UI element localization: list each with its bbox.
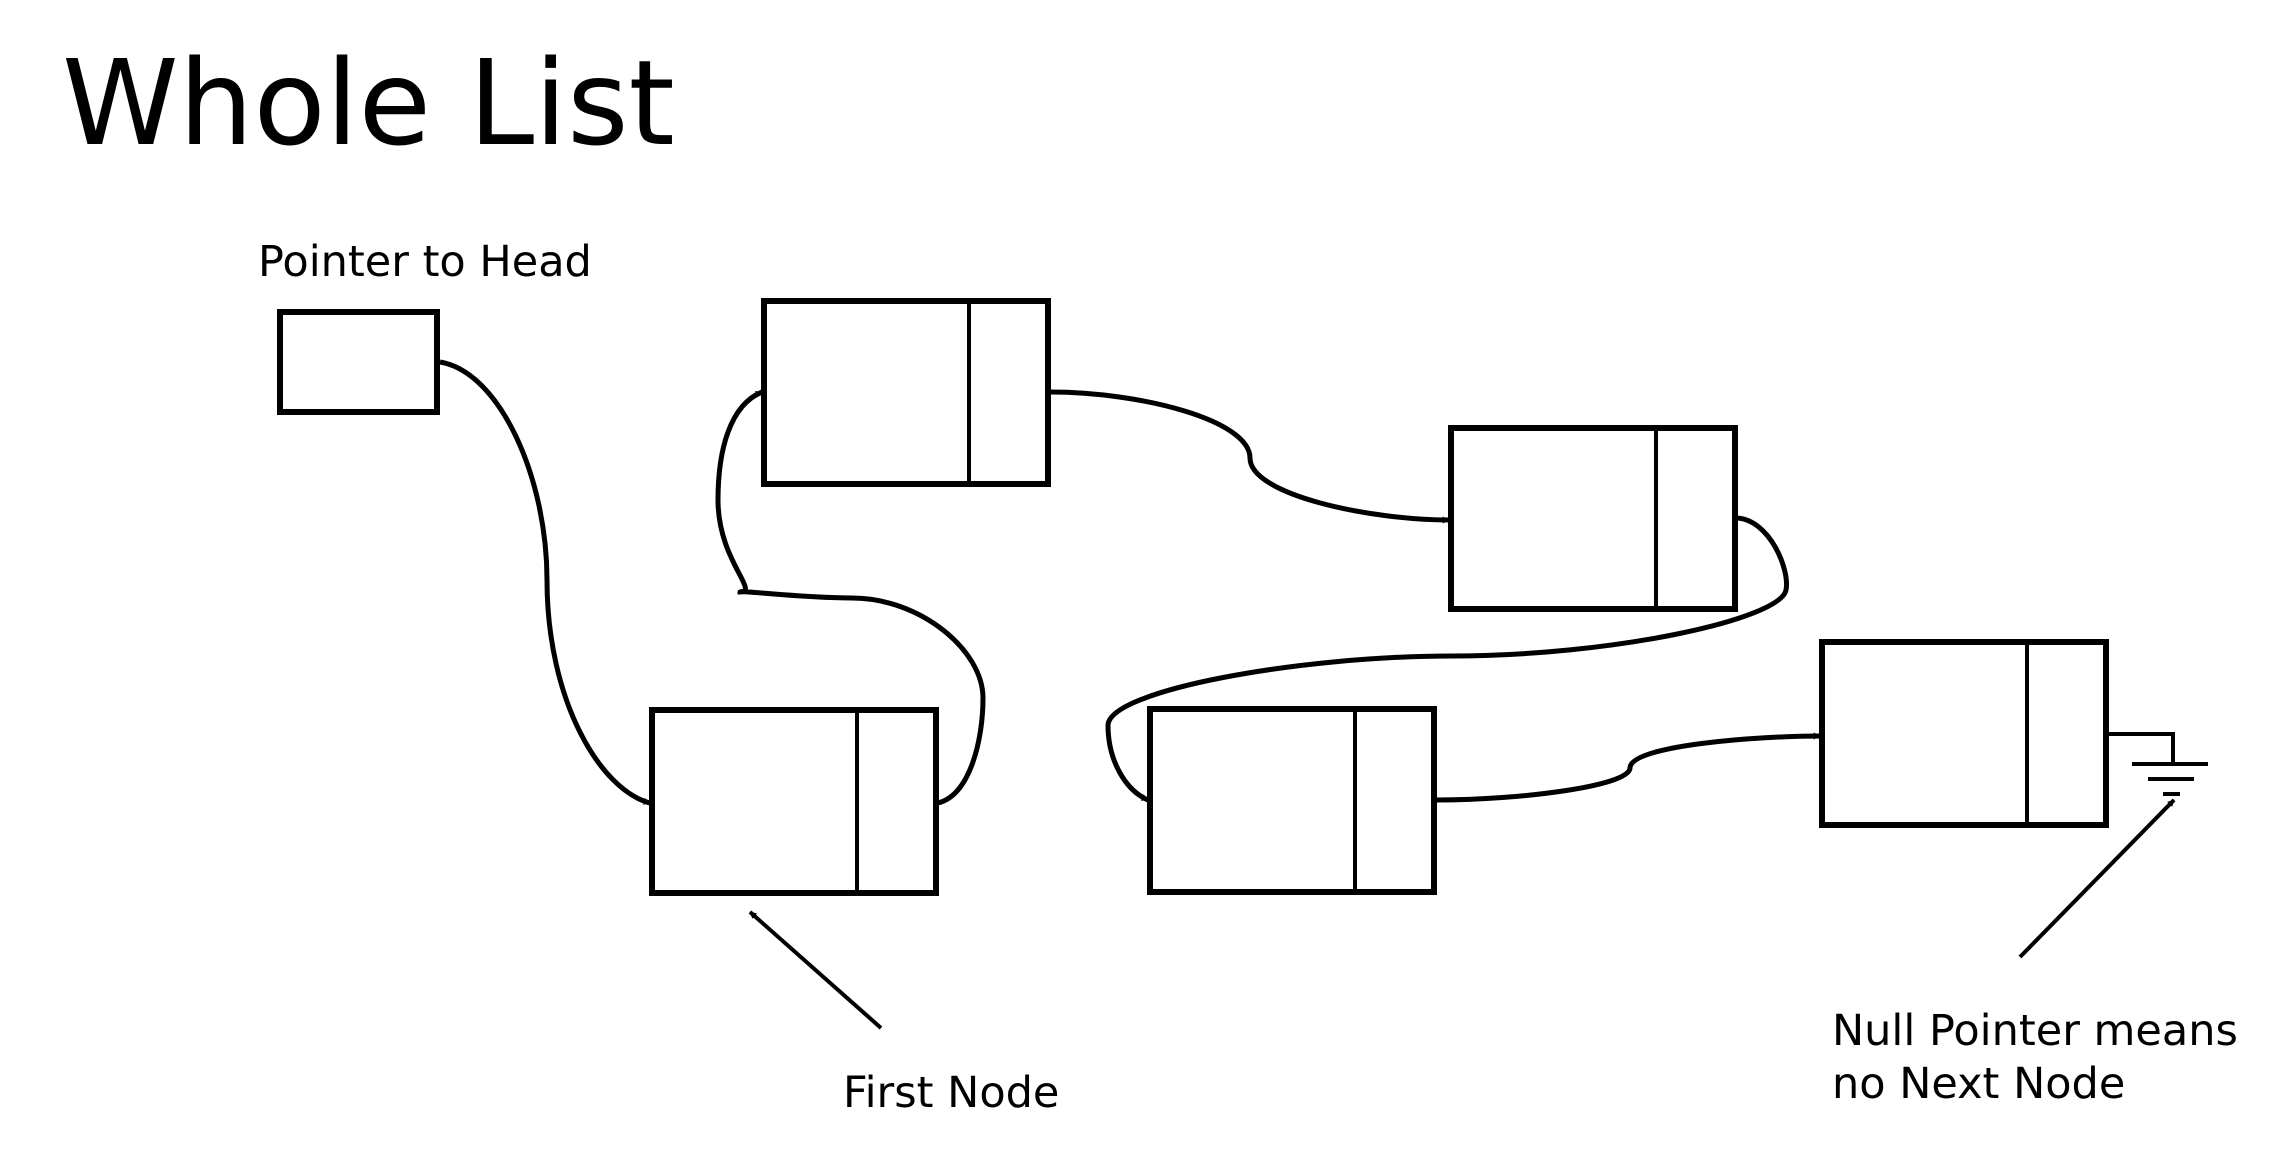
- page-title: Whole List: [62, 34, 675, 172]
- node-2-data-cell: [761, 298, 1051, 487]
- node-1-data-cell: [649, 707, 939, 896]
- connector-head-to-node-1: [439, 359, 651, 806]
- connector-node-4-to-node-5: [1436, 732, 1821, 803]
- null-pointer-arrow: [2018, 798, 2176, 959]
- null-pointer-label-line-2: no Next Node: [1832, 1059, 2125, 1109]
- head-pointer-label: Pointer to Head: [258, 237, 592, 287]
- list-node-5: [1819, 639, 2109, 828]
- connector-node-2-to-node-3: [1049, 389, 1450, 524]
- null-pointer-label-line-1: Null Pointer means: [1832, 1006, 2238, 1056]
- node-3-data-cell: [1448, 425, 1738, 612]
- node-5-data-cell: [1819, 639, 2109, 828]
- list-node-2: [761, 298, 1051, 487]
- first-node-label: First Node: [843, 1068, 1059, 1118]
- ground-symbol-icon: [2108, 732, 2208, 796]
- list-node-1: [649, 707, 939, 896]
- connector-node-3-to-node-4: [1105, 515, 1789, 803]
- list-node-4: [1147, 706, 1437, 895]
- first-node-pointer-arrow: [748, 910, 883, 1030]
- connector-node-1-to-node-2: [715, 389, 986, 806]
- node-4-data-cell: [1147, 706, 1437, 895]
- list-node-3: [1448, 425, 1738, 612]
- head-pointer-box: [277, 309, 440, 415]
